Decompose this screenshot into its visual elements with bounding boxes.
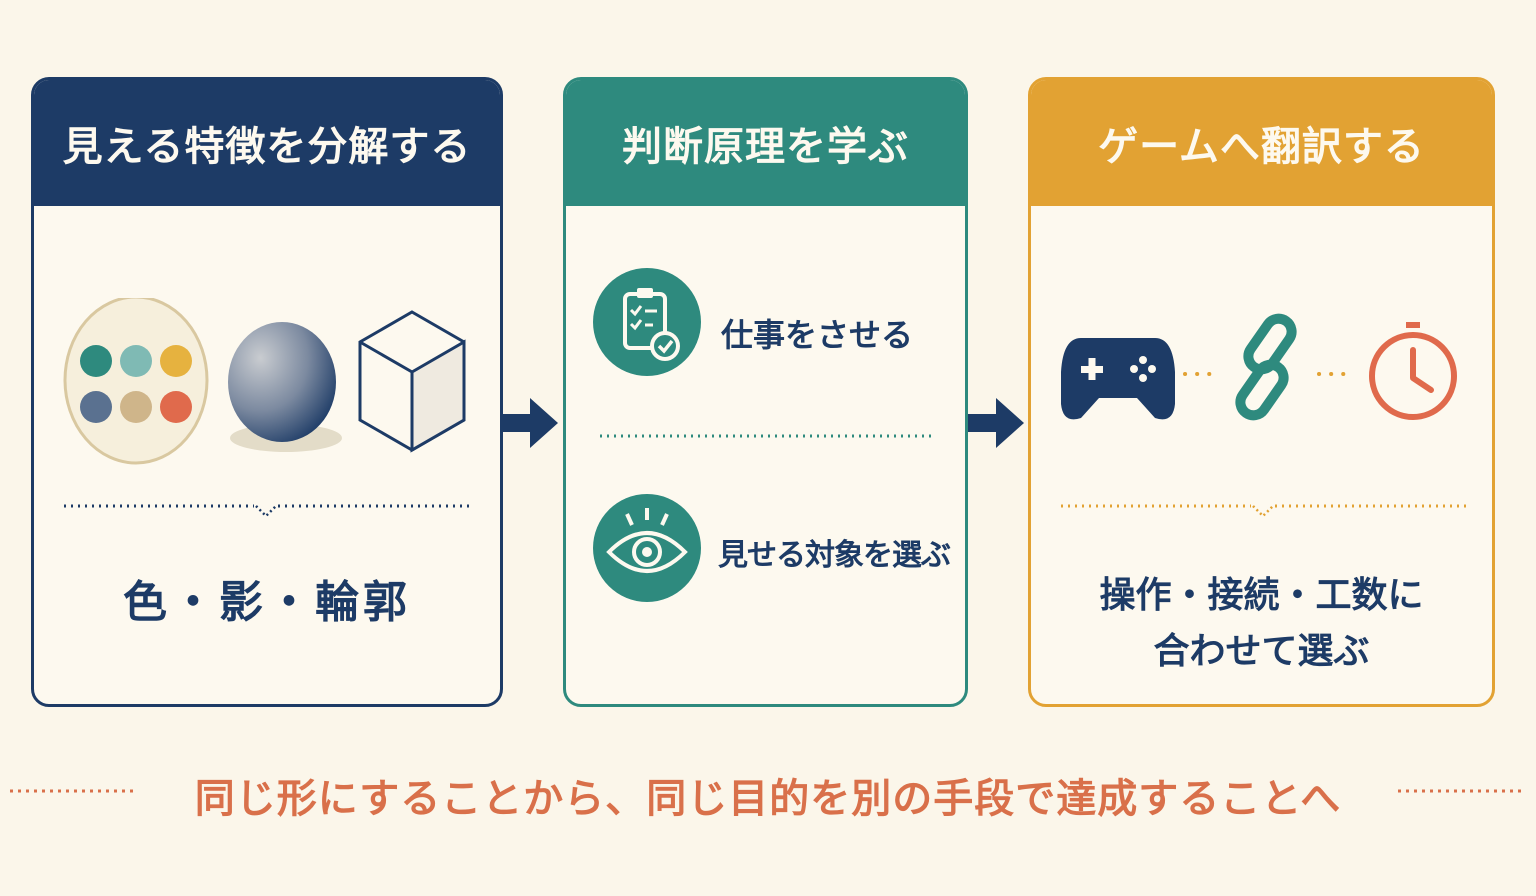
step-caption: 色・影・輪郭: [123, 577, 411, 628]
dotted-divider: [1061, 504, 1467, 518]
caption-line: 操作・接続・工数に: [1099, 575, 1424, 616]
shaded-sphere-icon: [228, 322, 342, 452]
dotted-connector: [1317, 372, 1355, 376]
dotted-divider: [600, 434, 936, 438]
arrow-right-icon: [502, 398, 558, 448]
step-caption: 操作・接続・工数に 合わせて選ぶ: [1031, 568, 1492, 680]
footer-banner: 同じ形にすることから、同じ目的を別の手段で達成することへ: [0, 760, 1536, 824]
footer-message: 同じ形にすることから、同じ目的を別の手段で達成することへ: [194, 776, 1342, 822]
chain-link-icon: [1235, 313, 1297, 421]
gamepad-icon: [1061, 338, 1175, 420]
dotted-divider: [64, 504, 474, 518]
step-card-principles: 判断原理を学ぶ 仕事をさせる 見せる対象を選ぶ: [563, 77, 968, 707]
color-palette-icon: [63, 298, 209, 465]
clipboard-check-icon: [593, 268, 701, 376]
step-title: 見える特徴を分解する: [34, 80, 500, 206]
footer-dotted-line-right: [1398, 789, 1524, 793]
dotted-connector: [1183, 372, 1221, 376]
item-label: 見せる対象を選ぶ: [718, 538, 951, 573]
step-title: ゲームへ翻訳する: [1031, 80, 1492, 206]
item-label: 仕事をさせる: [721, 316, 914, 354]
step-title: 判断原理を学ぶ: [566, 80, 965, 206]
arrow-right-icon: [968, 398, 1024, 448]
step-card-decompose: 見える特徴を分解する 色・影・輪郭: [31, 77, 503, 707]
footer-dotted-line-left: [10, 789, 136, 793]
eye-icon: [593, 494, 701, 602]
cube-outline-icon: [358, 310, 466, 453]
step-card-translate: ゲームへ翻訳する 操作・接続・工数に 合わせて選ぶ: [1028, 77, 1495, 707]
caption-line: 合わせて選ぶ: [1153, 631, 1370, 672]
clock-icon: [1369, 322, 1457, 420]
